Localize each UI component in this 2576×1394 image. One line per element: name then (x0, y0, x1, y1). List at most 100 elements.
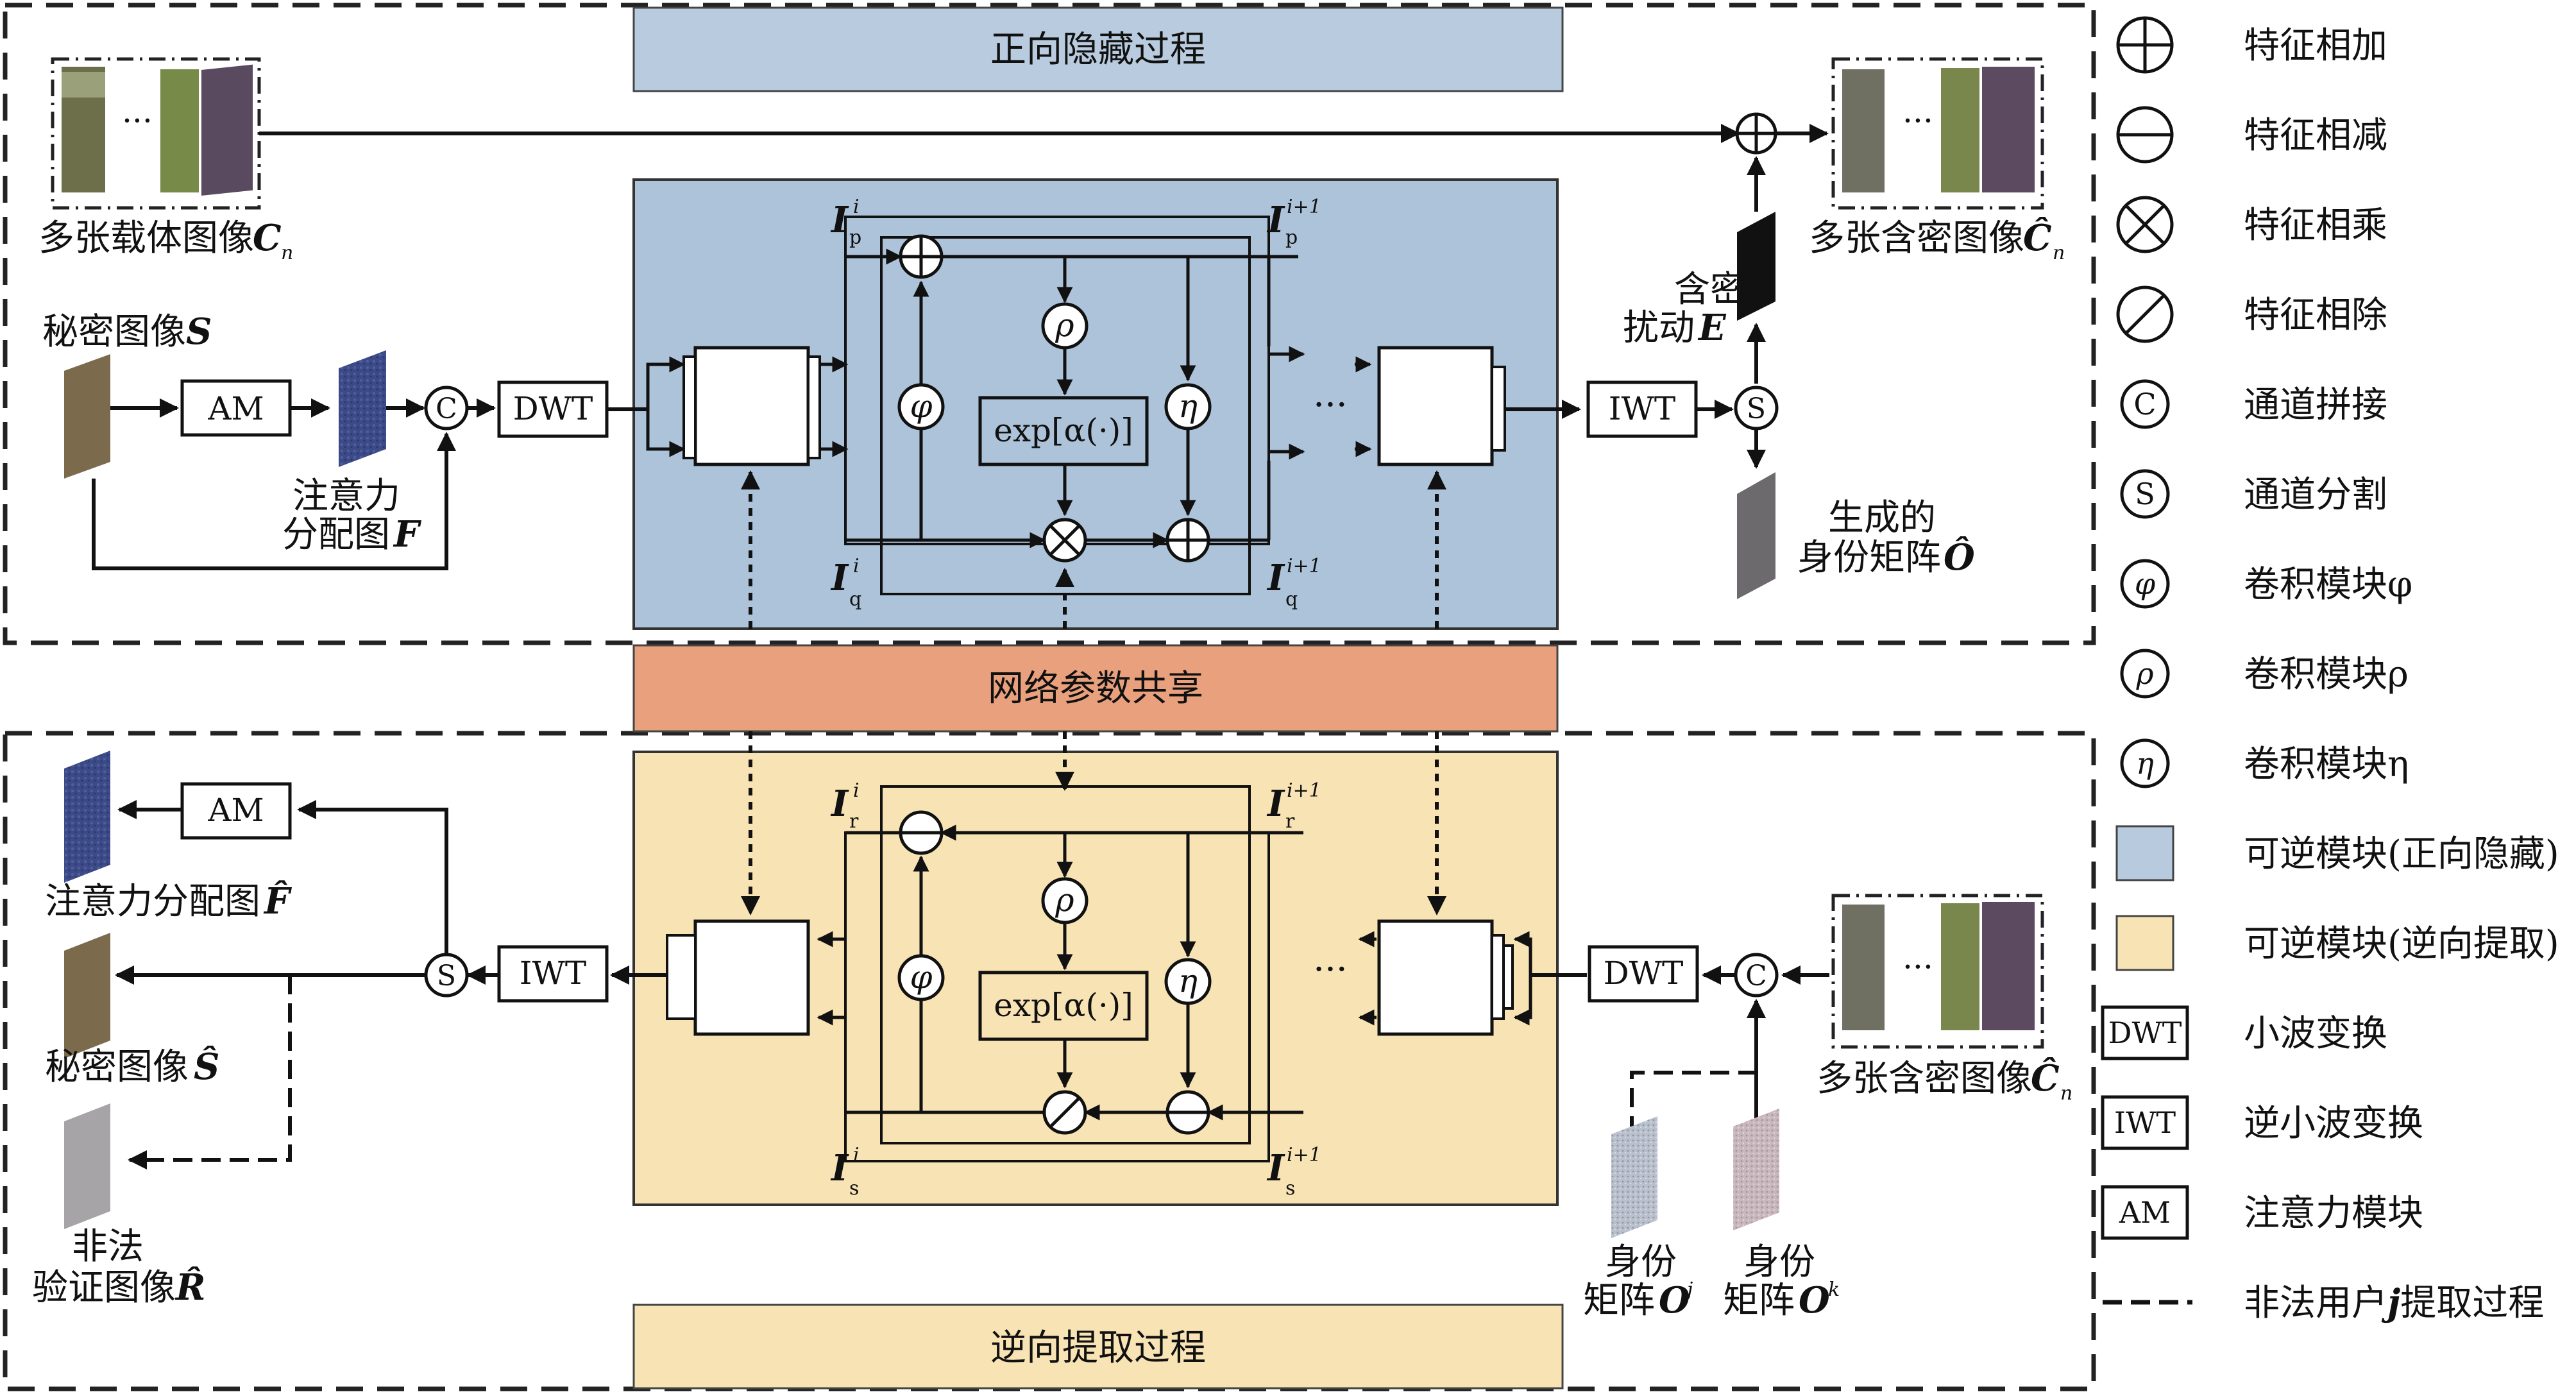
svg-text:q: q (1285, 588, 1298, 611)
svg-text:I: I (1266, 199, 1285, 241)
svg-text:i+1: i+1 (1287, 555, 1321, 577)
svg-text:r: r (1285, 810, 1295, 833)
svg-text:I: I (1266, 1147, 1285, 1189)
recovered-secret-image (64, 933, 110, 1058)
inverse-title-bar (632, 1304, 1564, 1390)
svg-text:φ: φ (910, 958, 932, 996)
svg-text:DWT: DWT (1604, 955, 1684, 992)
dwt-block-forward (497, 380, 609, 438)
forward-invertible-block-1 (693, 346, 810, 466)
svg-text:I: I (830, 199, 849, 241)
forward-process-frame (3, 3, 2096, 645)
cover-images-stack: ··· (51, 57, 261, 210)
attention-map-label: 注意力 分配图 F (282, 475, 422, 556)
legend-box-label: AM (2119, 1195, 2171, 1230)
svg-text:I: I (830, 783, 849, 825)
generated-id-matrix (1737, 472, 1775, 599)
svg-text:扰动: 扰动 (1623, 307, 1695, 349)
legend-label: 注意力模块 (2244, 1193, 2423, 1234)
inverse-is-i-label: I i s (830, 1144, 860, 1200)
svg-text:身份: 身份 (1743, 1241, 1815, 1283)
svg-text:i: i (853, 196, 860, 218)
legend-swatch (2115, 915, 2174, 971)
svg-text:η: η (1178, 387, 1198, 425)
inverse-ir-i1-label: I i+1 r (1266, 779, 1321, 833)
svg-text:Ô: Ô (1944, 536, 1975, 579)
legend-label: 卷积模块ρ (2244, 654, 2409, 695)
legend-box-label: IWT (2114, 1105, 2176, 1140)
secret-image (64, 354, 110, 479)
svg-text:···: ··· (122, 102, 153, 139)
legend-box (2101, 1005, 2189, 1060)
forward-iq-i-label: I i q (830, 555, 861, 611)
shared-params-bar (632, 644, 1559, 733)
stego-images-stack-2: ··· (1831, 894, 2044, 1049)
legend-item: 可逆模块(逆向提取) (2115, 915, 2559, 971)
svg-text:IWT: IWT (1609, 390, 1676, 427)
forward-eta-module: η (1164, 383, 1212, 430)
svg-text:exp[α(·)]: exp[α(·)] (994, 987, 1133, 1024)
stego-images-label: 多张含密图像 Ĉ n (1809, 217, 2065, 264)
id-matrix-k (1733, 1109, 1779, 1230)
legend-symbol-label: φ (2135, 566, 2156, 601)
legend-item: 特征相减 (2116, 106, 2387, 164)
legend-symbol (2120, 469, 2170, 519)
svg-text:多张含密图像: 多张含密图像 (1809, 217, 2024, 259)
svg-text:多张载体图像: 多张载体图像 (38, 217, 254, 259)
legend-label: 通道拼接 (2244, 384, 2387, 426)
svg-text:非法: 非法 (72, 1226, 144, 1268)
split-op-inverse: S (424, 953, 469, 998)
concat-op-forward: C (424, 386, 469, 430)
svg-text:n: n (2060, 1082, 2072, 1105)
svg-text:Ĉ: Ĉ (2023, 217, 2052, 259)
legend-label: 卷积模块φ (2244, 564, 2412, 606)
inverse-sub-op-top (899, 810, 944, 855)
svg-text:···: ··· (1313, 384, 1347, 426)
legend-label: 非法用户j提取过程 (2244, 1282, 2544, 1324)
svg-text:S: S (186, 310, 212, 353)
attention-map (339, 350, 386, 467)
svg-text:I: I (1266, 783, 1285, 825)
svg-text:R̂: R̂ (174, 1266, 206, 1309)
shared-params-title: 网络参数共享 (988, 668, 1203, 710)
id-matrix-j (1611, 1116, 1657, 1238)
split-op-forward: S (1734, 386, 1779, 430)
svg-text:Ĉ: Ĉ (2031, 1057, 2060, 1100)
inverse-rho-module: ρ (1041, 877, 1089, 924)
svg-text:n: n (281, 242, 293, 264)
legend-swatch (2115, 825, 2174, 881)
legend-item: 特征相乘 (2116, 196, 2387, 253)
svg-text:多张含密图像: 多张含密图像 (1817, 1058, 2032, 1100)
svg-text:i+1: i+1 (1287, 1144, 1321, 1166)
inverse-invertible-block-n (1377, 919, 1494, 1036)
svg-text:矩阵: 矩阵 (1583, 1280, 1655, 1322)
legend-box (2101, 1185, 2189, 1240)
svg-text:秘密图像: 秘密图像 (45, 1046, 189, 1088)
svg-text:含密: 含密 (1674, 269, 1746, 310)
legend-symbol-label: S (2135, 477, 2155, 511)
svg-text:k: k (1828, 1279, 1840, 1301)
secret-image-label: 秘密图像 S (42, 310, 212, 353)
svg-text:i: i (853, 779, 860, 802)
legend-item: 特征相除 (2116, 285, 2387, 343)
forward-exp-block (978, 396, 1149, 466)
legend-symbol (2120, 379, 2170, 429)
id-matrix-j-label: 身份 矩阵 O j (1583, 1241, 1693, 1322)
inverse-title: 逆向提取过程 (990, 1327, 1206, 1369)
legend-label: 卷积模块η (2244, 744, 2409, 785)
recovered-secret-label: 秘密图像 Ŝ (45, 1046, 219, 1088)
forward-ip-i-label: I i p (830, 196, 861, 249)
svg-text:矩阵: 矩阵 (1723, 1280, 1795, 1322)
legend-label: 可逆模块(正向隐藏) (2244, 833, 2559, 875)
legend-symbol-label: η (2136, 746, 2154, 781)
svg-text:AM: AM (207, 390, 264, 427)
svg-text:AM: AM (207, 792, 264, 829)
inverse-sub-op-bottom (1165, 1090, 1210, 1135)
forward-add-op-top (899, 234, 944, 279)
